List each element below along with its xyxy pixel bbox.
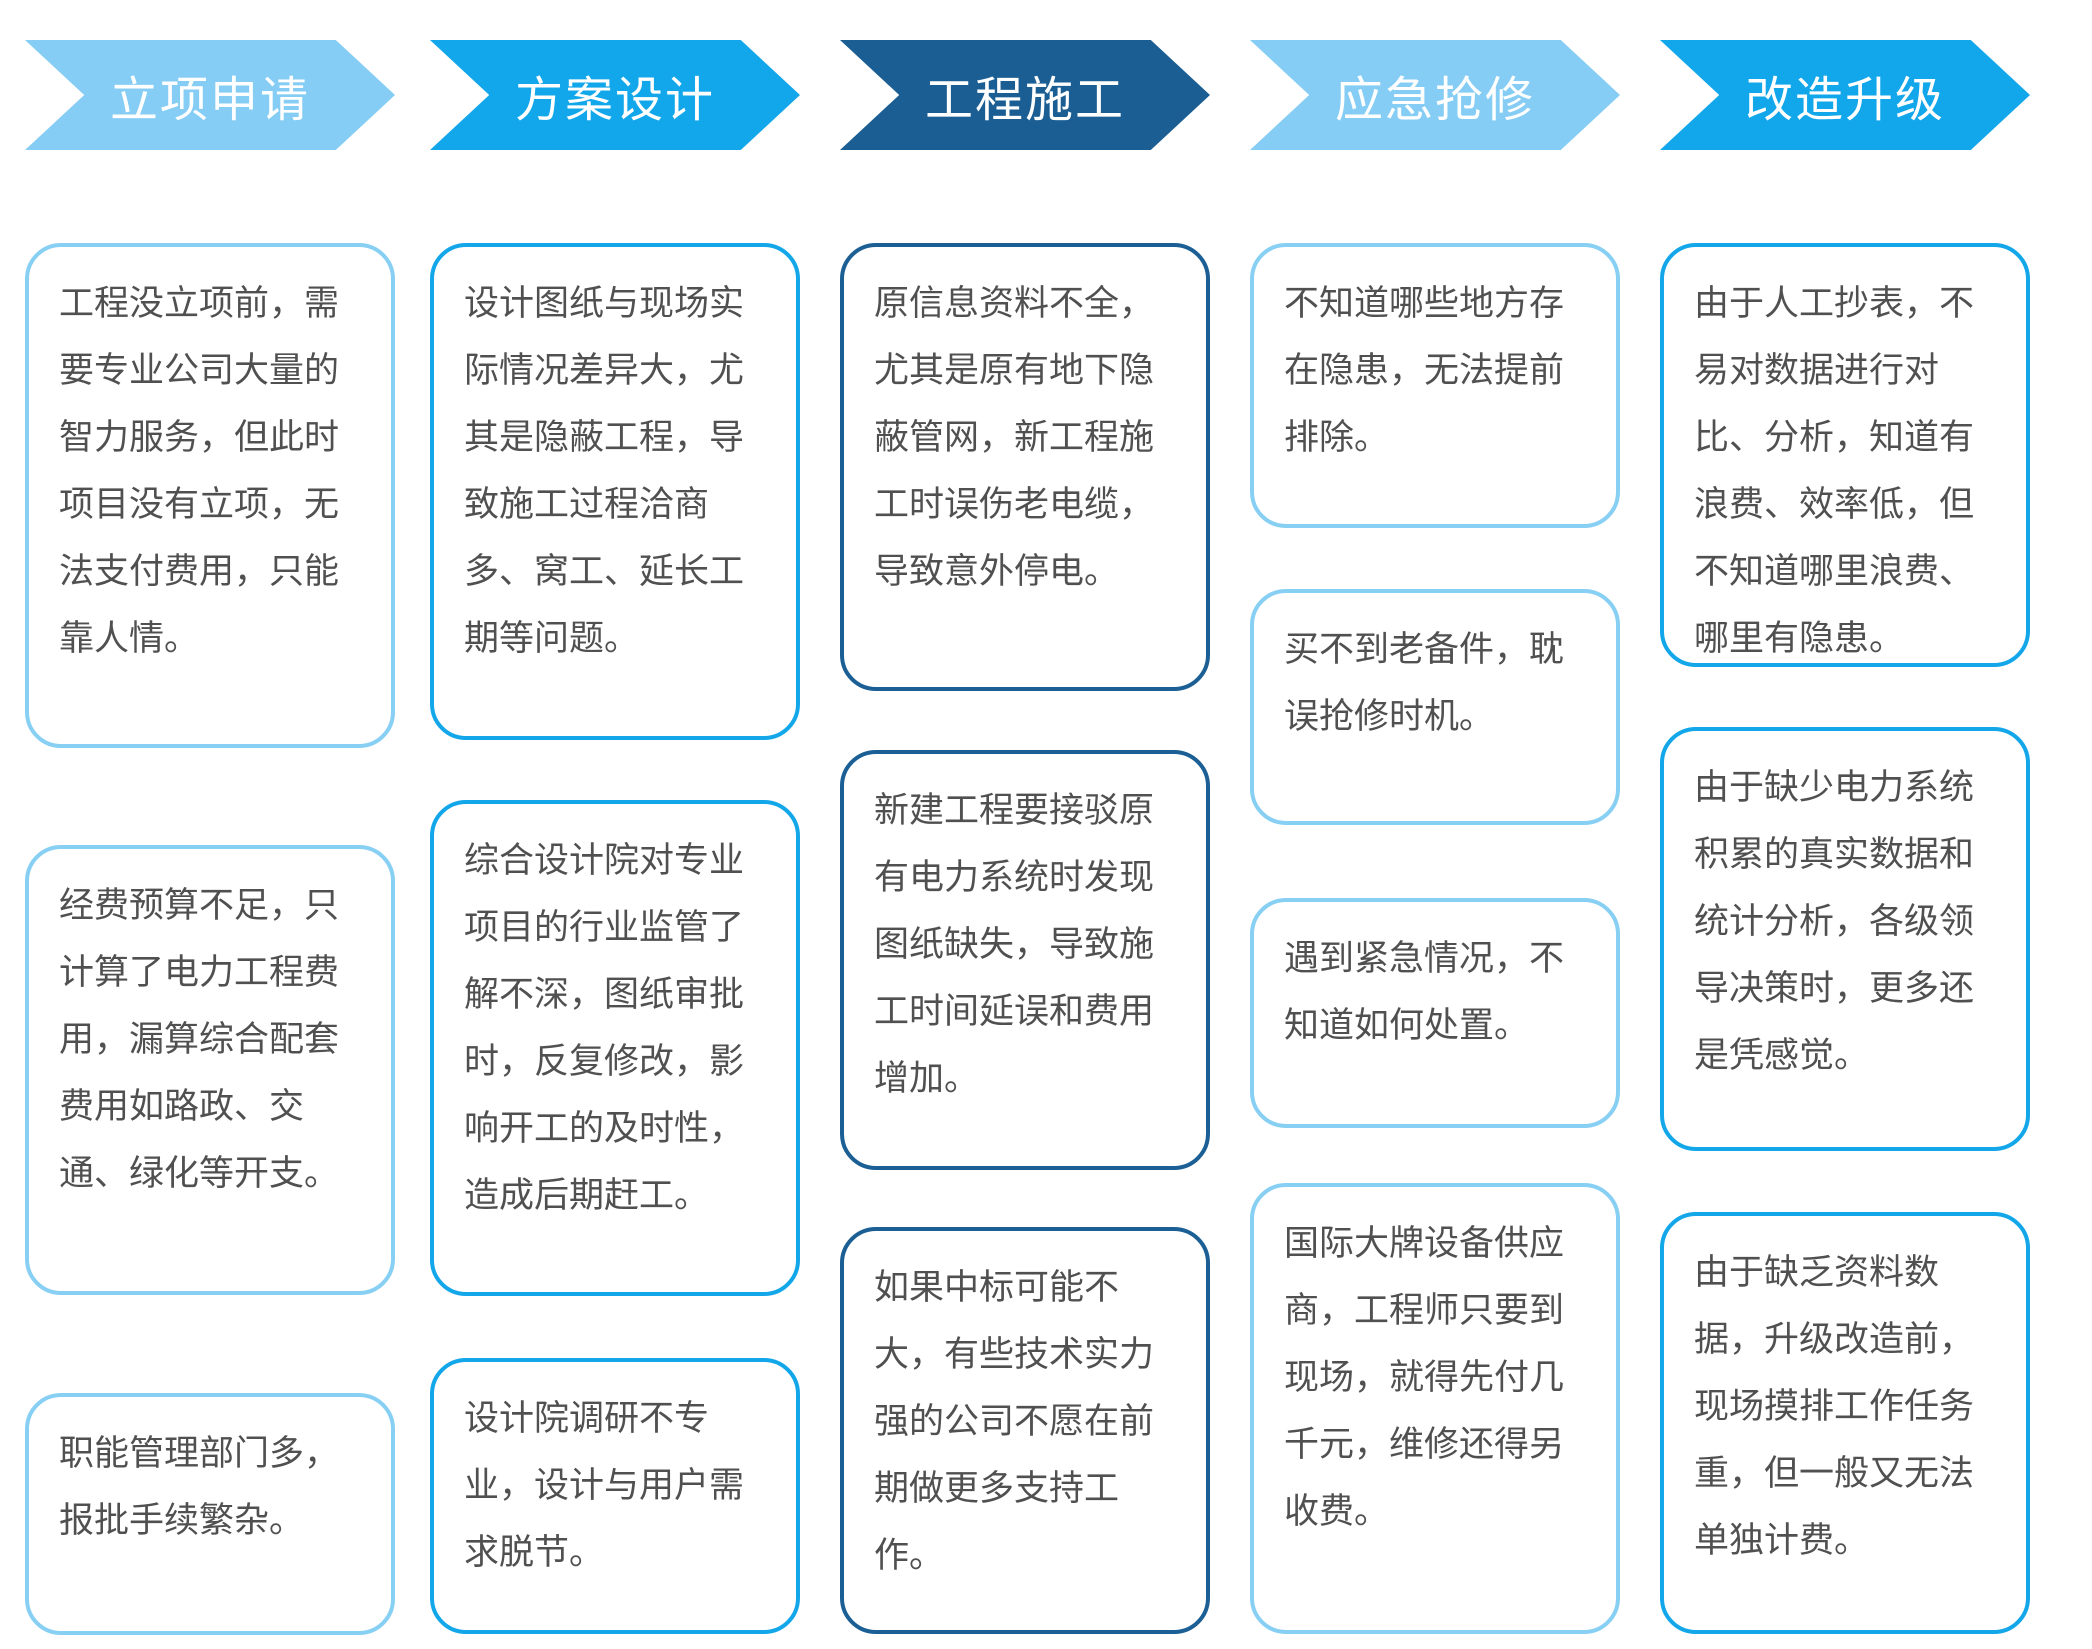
problem-text: 设计院调研不专业，设计与用户需求脱节。: [464, 1399, 745, 1573]
step-label: 应急抢修: [1334, 72, 1535, 128]
step-label: 工程施工: [924, 72, 1125, 128]
problem-card: 工程没立项前，需要专业公司大量的智力服务，但此时项目没有立项，无法支付费用，只能…: [25, 243, 395, 748]
problem-card: 原信息资料不全，尤其是原有地下隐蔽管网，新工程施工时误伤老电缆，导致意外停电。: [840, 243, 1210, 691]
column-project-application: 立项申请 工程没立项前，需要专业公司大量的智力服务，但此时项目没有立项，无法支付…: [25, 0, 395, 1649]
step-arrow-construction: 工程施工: [840, 40, 1210, 150]
problem-card: 新建工程要接驳原有电力系统时发现图纸缺失，导致施工时间延误和费用增加。: [840, 750, 1210, 1170]
column-emergency-repair: 应急抢修 不知道哪些地方存在隐患，无法提前排除。 买不到老备件，耽误抢修时机。 …: [1250, 0, 1620, 1649]
problem-text: 工程没立项前，需要专业公司大量的智力服务，但此时项目没有立项，无法支付费用，只能…: [59, 284, 340, 659]
problem-text: 设计图纸与现场实际情况差异大，尤其是隐蔽工程，导致施工过程洽商多、窝工、延长工期…: [464, 284, 745, 659]
problem-text: 新建工程要接驳原有电力系统时发现图纸缺失，导致施工时间延误和费用增加。: [874, 791, 1155, 1099]
problem-card: 综合设计院对专业项目的行业监管了解不深，图纸审批时，反复修改，影响开工的及时性，…: [430, 800, 800, 1296]
column-design: 方案设计 设计图纸与现场实际情况差异大，尤其是隐蔽工程，导致施工过程洽商多、窝工…: [430, 0, 800, 1649]
step-label: 改造升级: [1744, 72, 1945, 128]
problem-card: 由于缺乏资料数据，升级改造前，现场摸排工作任务重，但一般又无法单独计费。: [1660, 1212, 2030, 1634]
problem-card: 设计院调研不专业，设计与用户需求脱节。: [430, 1358, 800, 1634]
problem-card: 遇到紧急情况，不知道如何处置。: [1250, 898, 1620, 1128]
problem-text: 由于人工抄表，不易对数据进行对比、分析，知道有浪费、效率低，但不知道哪里浪费、哪…: [1694, 284, 1975, 659]
step-arrow-emergency-repair: 应急抢修: [1250, 40, 1620, 150]
problem-card: 买不到老备件，耽误抢修时机。: [1250, 589, 1620, 825]
problem-text: 买不到老备件，耽误抢修时机。: [1284, 630, 1565, 737]
problem-text: 遇到紧急情况，不知道如何处置。: [1284, 939, 1565, 1046]
problem-card: 设计图纸与现场实际情况差异大，尤其是隐蔽工程，导致施工过程洽商多、窝工、延长工期…: [430, 243, 800, 740]
problem-card: 由于缺少电力系统积累的真实数据和统计分析，各级领导决策时，更多还是凭感觉。: [1660, 727, 2030, 1151]
problem-text: 经费预算不足，只计算了电力工程费用，漏算综合配套费用如路政、交通、绿化等开支。: [59, 886, 340, 1194]
step-arrow-upgrade: 改造升级: [1660, 40, 2030, 150]
problem-text: 不知道哪些地方存在隐患，无法提前排除。: [1284, 284, 1565, 458]
column-construction: 工程施工 原信息资料不全，尤其是原有地下隐蔽管网，新工程施工时误伤老电缆，导致意…: [840, 0, 1210, 1649]
problem-card: 职能管理部门多，报批手续繁杂。: [25, 1393, 395, 1635]
problem-text: 国际大牌设备供应商，工程师只要到现场，就得先付几千元，维修还得另收费。: [1284, 1224, 1565, 1532]
problem-text: 综合设计院对专业项目的行业监管了解不深，图纸审批时，反复修改，影响开工的及时性，…: [464, 841, 745, 1216]
problem-text: 如果中标可能不大，有些技术实力强的公司不愿在前期做更多支持工作。: [874, 1268, 1155, 1576]
problem-card: 国际大牌设备供应商，工程师只要到现场，就得先付几千元，维修还得另收费。: [1250, 1183, 1620, 1634]
step-label: 方案设计: [514, 72, 715, 128]
column-upgrade: 改造升级 由于人工抄表，不易对数据进行对比、分析，知道有浪费、效率低，但不知道哪…: [1660, 0, 2030, 1649]
step-arrow-design: 方案设计: [430, 40, 800, 150]
step-arrow-project-application: 立项申请: [25, 40, 395, 150]
problem-card: 由于人工抄表，不易对数据进行对比、分析，知道有浪费、效率低，但不知道哪里浪费、哪…: [1660, 243, 2030, 667]
problem-text: 由于缺少电力系统积累的真实数据和统计分析，各级领导决策时，更多还是凭感觉。: [1694, 768, 1975, 1076]
problem-card: 不知道哪些地方存在隐患，无法提前排除。: [1250, 243, 1620, 528]
problem-text: 由于缺乏资料数据，升级改造前，现场摸排工作任务重，但一般又无法单独计费。: [1694, 1253, 1975, 1561]
problem-card: 如果中标可能不大，有些技术实力强的公司不愿在前期做更多支持工作。: [840, 1227, 1210, 1634]
problem-text: 原信息资料不全，尤其是原有地下隐蔽管网，新工程施工时误伤老电缆，导致意外停电。: [874, 284, 1155, 592]
step-label: 立项申请: [109, 72, 310, 128]
problem-text: 职能管理部门多，报批手续繁杂。: [59, 1434, 340, 1541]
problem-card: 经费预算不足，只计算了电力工程费用，漏算综合配套费用如路政、交通、绿化等开支。: [25, 845, 395, 1295]
